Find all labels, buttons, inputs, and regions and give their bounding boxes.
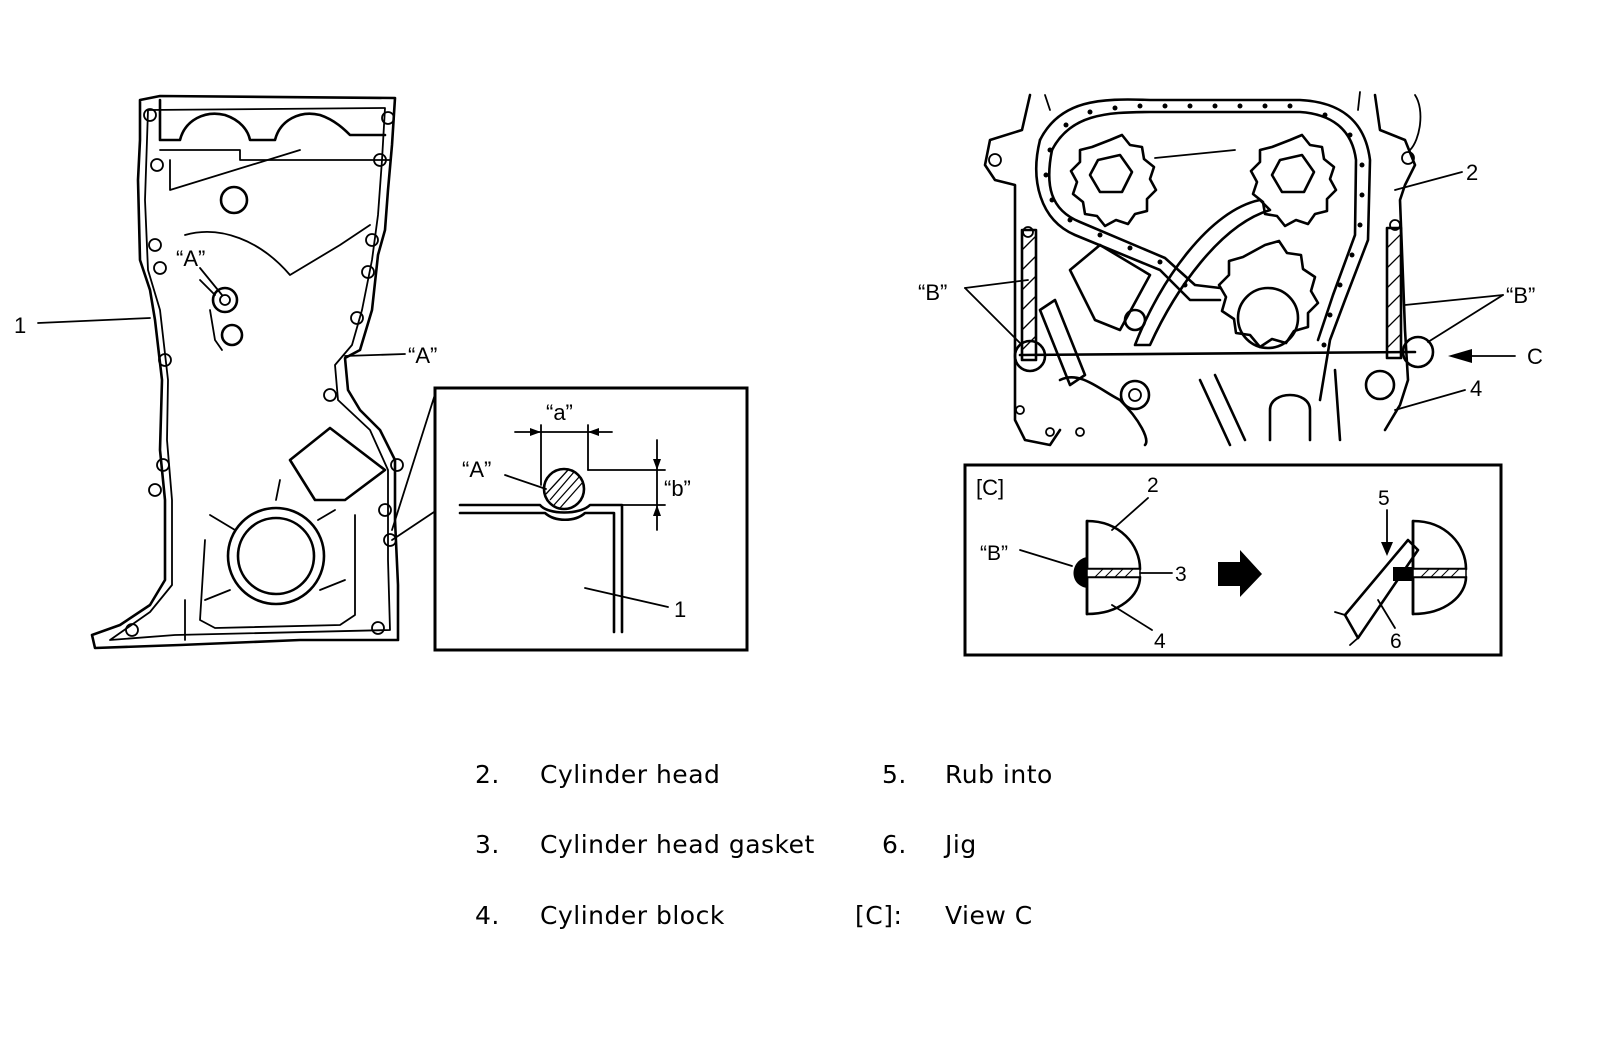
leader-b-left-1 [964,279,1029,289]
view-c-point-b: “B” [980,542,1008,565]
view-c-part3: 3 [1175,563,1187,586]
detail-part1: 1 [674,597,686,622]
callout-part2: 2 [1466,160,1478,185]
zoom-line-top [391,387,438,531]
leader-part4 [1394,389,1466,411]
legend-number: 5. [882,760,907,789]
view-c-box [963,463,1503,657]
legend-number: 3. [475,830,500,859]
legend-text: Cylinder head [540,760,721,789]
seal-detail-drawing [458,424,669,634]
timing-chain-cover-drawing [90,94,404,650]
zoom-line-bottom [391,509,438,541]
legend-text: Cylinder block [540,901,725,930]
leader-part2 [1394,171,1463,191]
legend-number: 4. [475,901,500,930]
legend-number: 2. [475,760,500,789]
callout-seal-a-upper: “A” [176,246,205,271]
legend-number: [C]: [855,901,903,930]
legend-text: Jig [945,830,977,859]
view-c-label: [C] [976,475,1004,500]
leader-b-right-1 [1404,294,1504,306]
legend-text: Rub into [945,760,1053,789]
callout-view-c: C [1527,344,1543,369]
legend-number: 6. [882,830,907,859]
leader-seal-a-upper [199,267,223,296]
callout-seal-a-side: “A” [408,343,437,368]
view-c-drawing [1019,497,1468,646]
seal-detail-box [433,386,749,652]
legend-text: Cylinder head gasket [540,830,815,859]
detail-dim-a: “a” [546,400,573,425]
callout-part4: 4 [1470,376,1482,401]
callout-part1: 1 [14,313,26,338]
view-c-part5: 5 [1378,487,1390,510]
view-c-part6: 6 [1390,630,1402,653]
leader-part1 [37,317,151,324]
callout-b-left: “B” [918,280,947,305]
view-c-part2: 2 [1147,474,1159,497]
leader-b-left-2 [964,287,1023,346]
view-c-part4: 4 [1154,630,1166,653]
detail-dim-b: “b” [664,476,691,501]
detail-seal-a: “A” [462,457,491,482]
callout-b-right: “B” [1506,283,1535,308]
legend-text: View C [945,901,1033,930]
timing-chain-drawing [983,91,1435,447]
leader-b-right-2 [1427,294,1504,343]
leader-seal-a-side [344,353,406,357]
view-arrow-head [1448,349,1472,363]
